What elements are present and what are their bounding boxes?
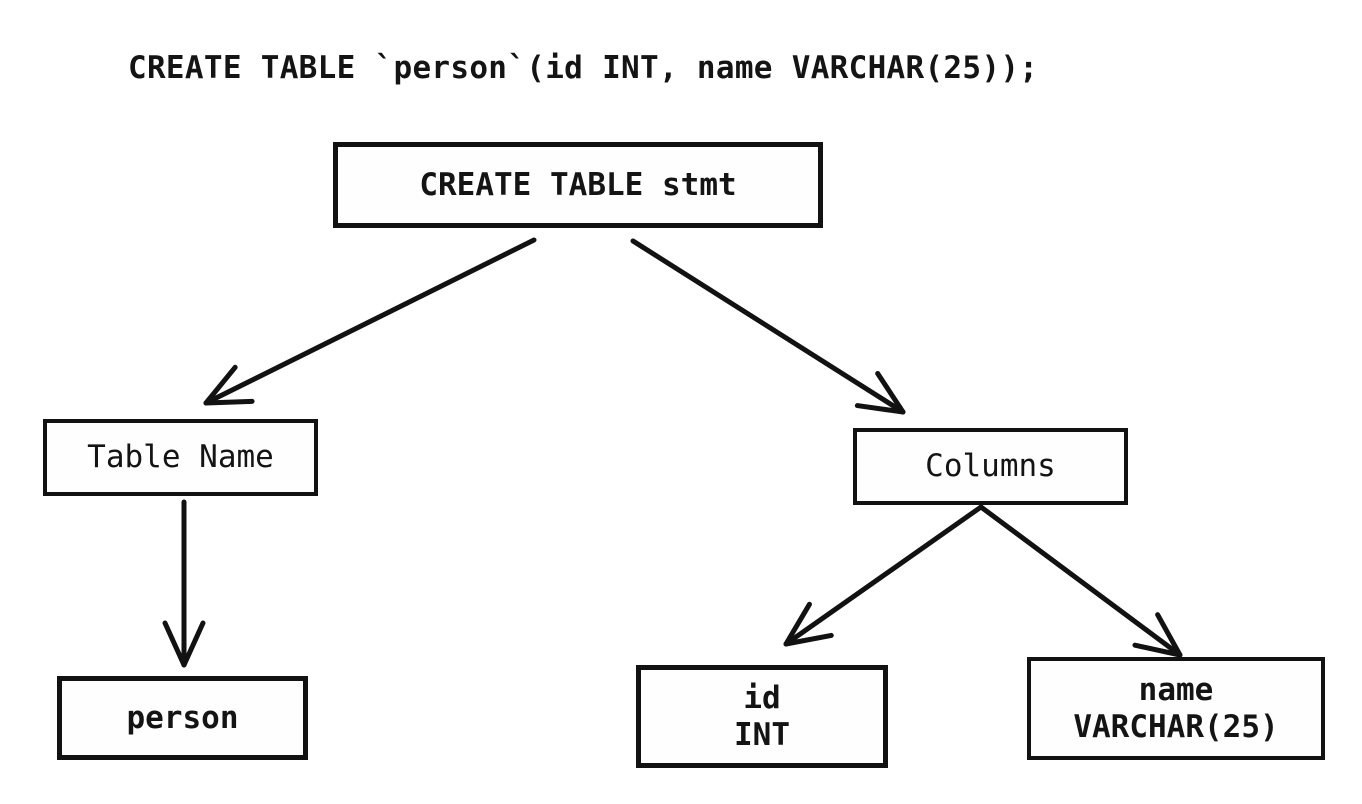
edge-columns-to-name: [978, 504, 1183, 658]
edge-columns-to-id: [783, 504, 984, 647]
edge-root-to-table-name: [203, 237, 537, 406]
node-columns-label: Columns: [925, 448, 1056, 485]
node-id-int-line1: id: [743, 679, 781, 716]
node-create-table-stmt: CREATE TABLE stmt: [333, 142, 823, 228]
node-table-name-label: Table Name: [87, 439, 274, 476]
node-name-varchar: name VARCHAR(25): [1027, 657, 1325, 760]
node-name-varchar-line2: VARCHAR(25): [1073, 708, 1279, 745]
node-person-label: person: [126, 699, 239, 736]
node-table-name: Table Name: [43, 419, 318, 496]
node-name-varchar-line1: name: [1138, 671, 1214, 708]
node-person: person: [57, 676, 308, 760]
node-columns: Columns: [853, 428, 1128, 505]
node-id-int-line2: INT: [734, 716, 790, 753]
node-create-table-stmt-label: CREATE TABLE stmt: [419, 166, 737, 203]
edge-root-to-columns: [630, 238, 906, 415]
sql-statement-text: CREATE TABLE `person`(id INT, name VARCH…: [128, 50, 1039, 86]
node-id-int: id INT: [636, 665, 888, 768]
